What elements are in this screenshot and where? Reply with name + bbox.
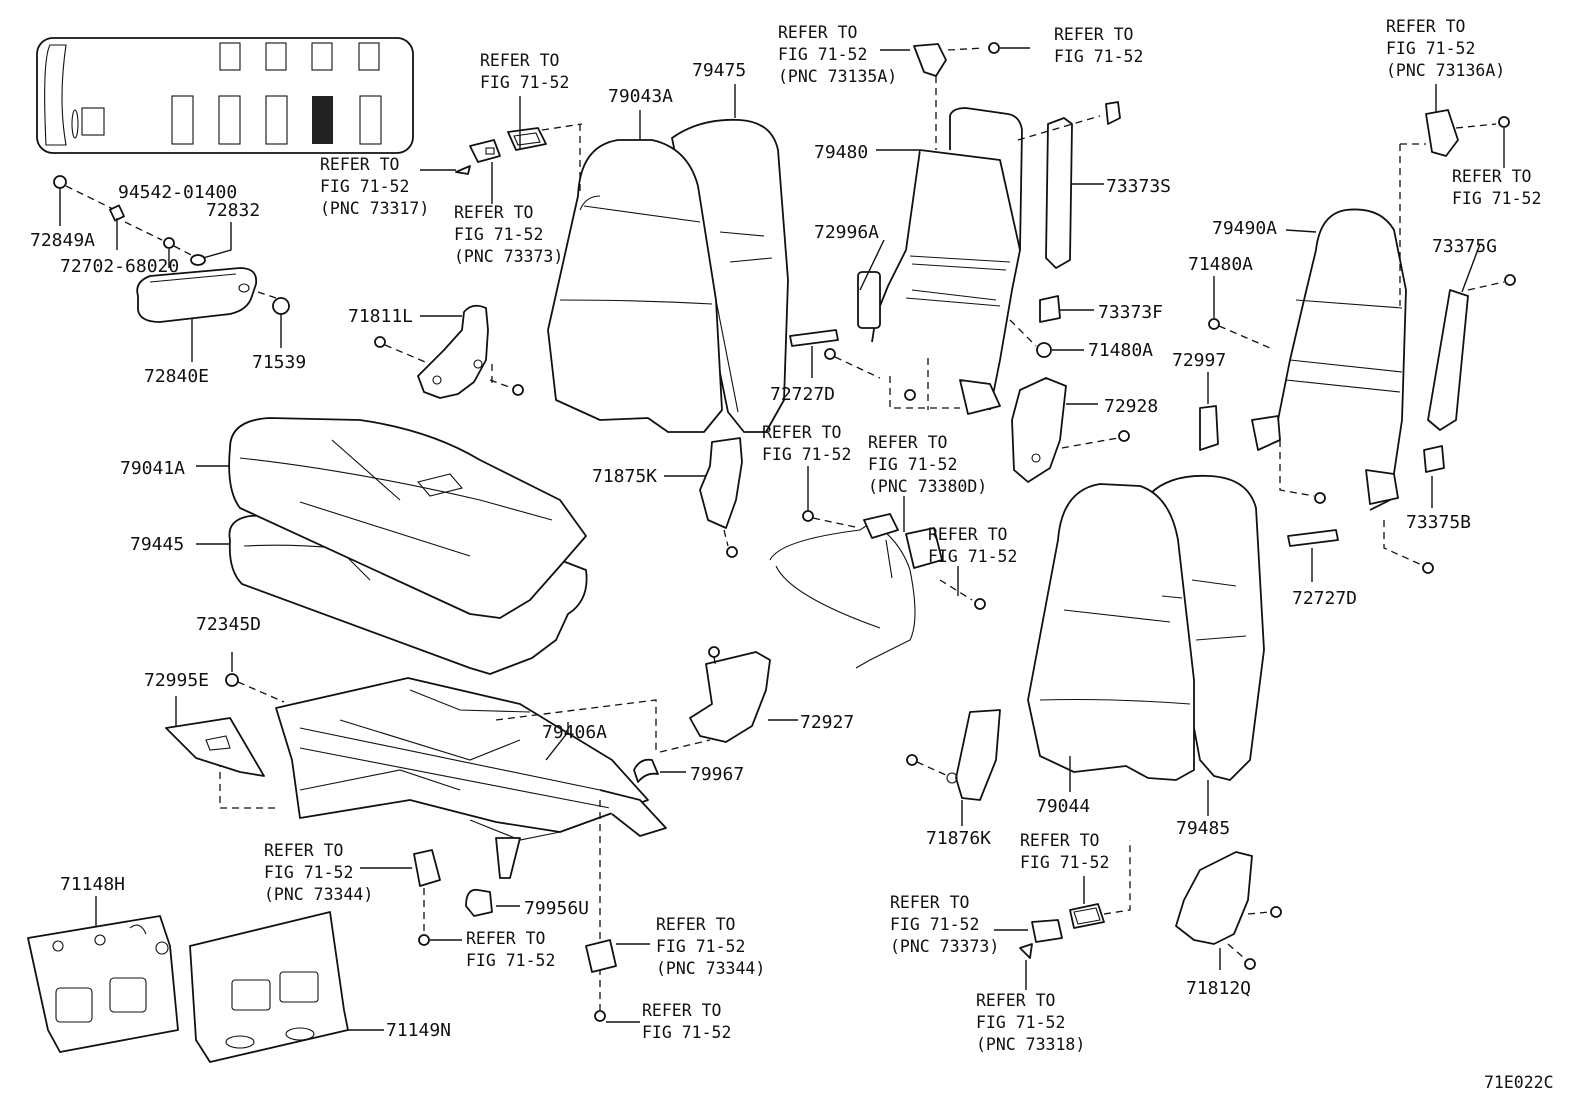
pn-71149N: 71149N [386,1020,451,1041]
ref-9: REFER TO FIG 71-52 (PNC 73380D) [868,433,987,496]
ref-7: REFER TO FIG 71-52 [1452,167,1541,208]
pn-72996A: 72996A [814,222,879,243]
cover-72995E [165,696,265,777]
seatbelt-harness [769,466,986,669]
pn-79956U: 79956U [524,898,589,919]
pn-71539: 71539 [252,352,306,373]
ref-14: REFER TO FIG 71-52 [642,1001,731,1042]
cover-72927 [689,646,798,743]
pn-72997: 72997 [1172,350,1226,371]
ref-15: REFER TO FIG 71-52 [1020,831,1109,872]
ref-12: REFER TO FIG 71-52 [466,929,555,970]
pn-71480A-right: 71480A [1188,254,1253,275]
ref-16: REFER TO FIG 71-52 (PNC 73373) [890,893,999,956]
clip-79956U [465,888,520,917]
seat-location-inset [36,37,414,154]
pn-79475: 79475 [692,60,746,81]
pn-72849A: 72849A [30,230,95,251]
seat-frame-79490A [1199,84,1516,582]
plate-72727D-mid [789,329,839,378]
pn-73373F: 73373F [1098,302,1163,323]
pn-73373S: 73373S [1106,176,1171,197]
ref-8: REFER TO FIG 71-52 [762,423,851,464]
ref-13: REFER TO FIG 71-52 (PNC 73344) [656,915,765,978]
seatback-left [547,84,789,433]
ref-5: REFER TO FIG 71-52 [1054,25,1143,66]
pn-71812Q: 71812Q [1186,978,1251,999]
pn-71876K: 71876K [926,828,991,849]
pn-73375B: 73375B [1406,512,1471,533]
pn-72702: 72702-68020 [60,256,179,277]
pn-72832: 72832 [206,200,260,221]
pn-72345D: 72345D [196,614,261,635]
pn-72927: 72927 [800,712,854,733]
pn-73375G: 73375G [1432,236,1497,257]
pn-71148H: 71148H [60,874,125,895]
pn-79480: 79480 [814,142,868,163]
bracket-72928 [1011,377,1130,483]
bracket-73344-left [360,849,462,946]
panel-71148H [27,896,179,1053]
seat-frame-79480 [824,101,1121,415]
ref-4: REFER TO FIG 71-52 (PNC 73135A) [778,23,897,86]
clip-parts-upper [420,96,583,204]
refer-notes: REFER TO FIG 71-52 REFER TO FIG 71-52 (P… [264,17,1541,1054]
pn-72840E: 72840E [144,366,209,387]
ref-6: REFER TO FIG 71-52 (PNC 73136A) [1386,17,1505,80]
ref-17: REFER TO FIG 71-52 (PNC 73318) [976,991,1085,1054]
pn-72928: 72928 [1104,396,1158,417]
pn-79041A: 79041A [120,458,185,479]
bracket-71875K [664,437,743,558]
pn-79490A: 79490A [1212,218,1277,239]
armrest-assembly [53,175,290,362]
seat-cushion [196,417,588,675]
ref-3: REFER TO FIG 71-52 (PNC 73373) [454,203,563,266]
pn-79967: 79967 [690,764,744,785]
seatback-right [1027,474,1265,816]
pn-79044: 79044 [1036,796,1090,817]
pn-79043A: 79043A [608,86,673,107]
part-number-labels: 72849A 94542-01400 72832 72702-68020 728… [30,60,1497,1041]
pn-71480A-mid: 71480A [1088,340,1153,361]
pn-71811L: 71811L [348,306,413,327]
bracket-71812Q [1175,851,1282,970]
pn-72727D-right: 72727D [1292,588,1357,609]
pn-71875K: 71875K [592,466,657,487]
pn-79445: 79445 [130,534,184,555]
bracket-73344-right [585,939,650,1023]
ref-11: REFER TO FIG 71-52 (PNC 73344) [264,841,373,904]
ref-2: REFER TO FIG 71-52 (PNC 73317) [320,155,429,218]
ref-1: REFER TO FIG 71-52 [480,51,569,92]
panel-71149N [189,911,384,1063]
pn-72727D-mid: 72727D [770,384,835,405]
pn-79485: 79485 [1176,818,1230,839]
pn-94542: 94542-01400 [118,182,237,203]
seat-frame-79406A [219,652,711,1010]
bracket-71876K [906,709,1001,826]
bracket-71811L [374,304,524,399]
ref-10: REFER TO FIG 71-52 [928,525,1017,566]
pn-79406A: 79406A [542,722,607,743]
clip-79967 [633,758,686,783]
diagram-code: 71E022C [1484,1073,1554,1092]
connector-73135A [880,42,1030,150]
pn-72995E: 72995E [144,670,209,691]
clip-parts-lower-right [994,840,1131,990]
